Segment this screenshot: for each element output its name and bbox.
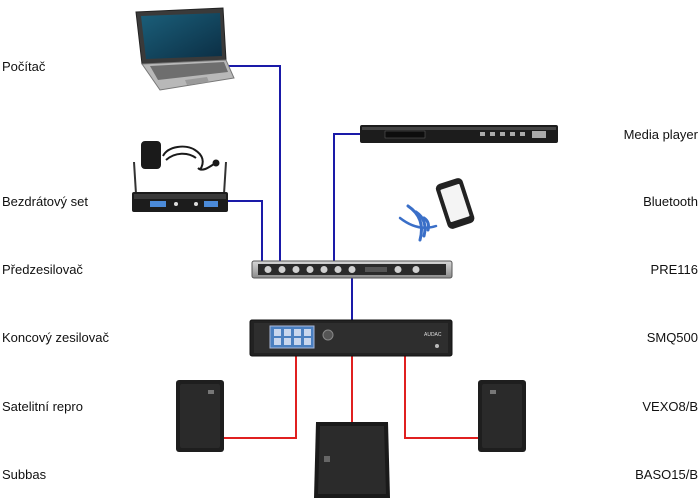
- smartphone-icon: [435, 178, 475, 229]
- label-model-vexo8b: VEXO8/B: [642, 399, 698, 414]
- label-subwoofer: Subbas: [2, 467, 47, 482]
- label-model-baso15b: BASO15/B: [635, 467, 698, 482]
- bluetooth-waves-icon: [398, 204, 438, 242]
- headset-mic-icon: [141, 141, 220, 171]
- label-power-amplifier: Koncový zesilovač: [2, 330, 109, 345]
- amp-brand-logo: AUDAC: [424, 332, 442, 338]
- media-player-icon: [360, 125, 558, 143]
- label-model-pre116: PRE116: [650, 262, 698, 277]
- satellite-speaker-icon: [176, 380, 224, 452]
- preamplifier-icon: [251, 260, 453, 279]
- amp-to-right-speaker-line: [404, 355, 478, 439]
- laptop-to-preamp-line: [226, 65, 281, 262]
- wireless-receiver-icon: [132, 161, 228, 212]
- label-wireless-set: Bezdrátový set: [2, 194, 88, 209]
- label-preamplifier: Předzesilovač: [2, 262, 83, 277]
- speaker-connections: [224, 355, 478, 439]
- subwoofer-icon: [314, 422, 390, 498]
- amp-to-left-speaker-line: [224, 355, 297, 439]
- laptop-icon: [135, 7, 235, 91]
- label-computer: Počítač: [2, 59, 46, 74]
- signal-connections: [226, 65, 362, 320]
- wireless-to-preamp-line: [228, 200, 263, 262]
- label-media-player: Media player: [623, 127, 698, 142]
- mediaplayer-to-preamp-line: [333, 133, 362, 262]
- label-bluetooth: Bluetooth: [643, 194, 698, 209]
- satellite-speaker-right-icon: [478, 380, 526, 452]
- label-satellite-speaker: Satelitní repro: [2, 399, 83, 414]
- label-model-smq500: SMQ500: [646, 330, 698, 345]
- power-amplifier-icon: AUDAC: [249, 319, 453, 357]
